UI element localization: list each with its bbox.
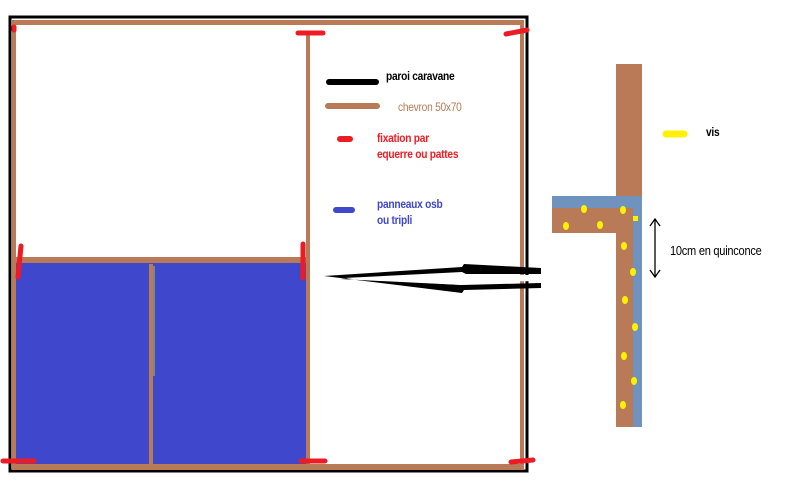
fixings xyxy=(0,24,536,465)
legend-panel-label-1: panneaux osb xyxy=(377,197,443,211)
double-arrow-icon xyxy=(649,217,661,279)
fixing-mark xyxy=(508,457,536,465)
spacing-label: 10cm en quinconce xyxy=(670,243,762,258)
screw-dot xyxy=(621,352,627,360)
screw-dot xyxy=(581,205,587,213)
screw-dot xyxy=(620,401,626,409)
rafter-panel-divider xyxy=(149,264,153,464)
screw-dot xyxy=(620,206,626,214)
screw-dot xyxy=(632,323,638,331)
screw-dot xyxy=(621,242,627,250)
legend-screw-label: vis xyxy=(706,125,720,139)
legend-fixing-label-2: equerre ou pattes xyxy=(377,147,459,161)
rafter-left xyxy=(12,20,16,470)
arrow-icon xyxy=(324,264,541,293)
screw-dot xyxy=(630,268,636,276)
legend-panel-label-2: ou tripli xyxy=(377,213,413,227)
legend-rafter-label: chevron 50x70 xyxy=(398,100,462,114)
rafter-middle xyxy=(306,35,310,465)
fixing-mark xyxy=(15,243,24,280)
legend-fixing-label-1: fixation par xyxy=(377,131,429,145)
joint-detail xyxy=(552,64,661,427)
screw-dot xyxy=(597,221,603,229)
rafter-top xyxy=(12,20,524,25)
legend-wall-label: paroi caravane xyxy=(386,69,455,83)
caravan-wall xyxy=(8,15,529,473)
rafter-right xyxy=(520,25,524,470)
rafter-bottom xyxy=(12,464,524,470)
rafter-horizontal xyxy=(12,257,306,263)
screws xyxy=(563,205,638,409)
rafter-frame xyxy=(12,20,524,470)
fixing-mark xyxy=(503,27,530,37)
osb-panel-area xyxy=(16,263,306,464)
screw-dot xyxy=(622,296,628,304)
screw-dot xyxy=(633,216,638,221)
screw-dot xyxy=(631,377,637,385)
screw-dot xyxy=(563,222,569,230)
